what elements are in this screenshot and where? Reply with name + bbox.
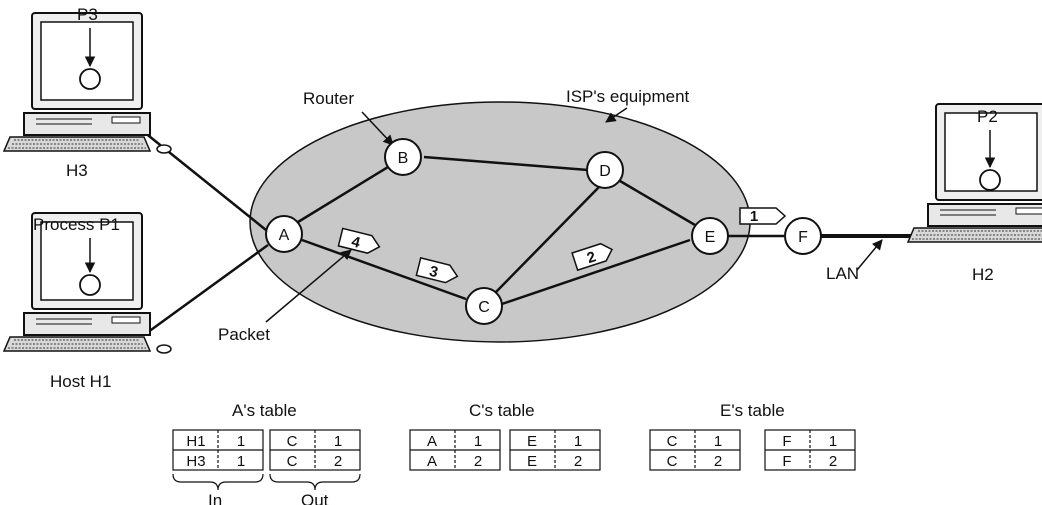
router-f	[784, 217, 822, 255]
label-h3: H3	[66, 161, 88, 180]
e-in-r0-c1: 1	[714, 433, 722, 450]
packet-3: 3	[415, 257, 459, 284]
c-out-r0-c1: 1	[574, 433, 582, 450]
link-c-e	[501, 238, 691, 306]
a-in-r0-c1: 1	[237, 433, 245, 450]
e-out-r0-c0: F	[782, 433, 791, 450]
a-table-braces	[172, 473, 361, 491]
c-table-in	[409, 429, 501, 471]
e-table-out	[764, 429, 856, 471]
e-in-r1-c1: 2	[714, 453, 722, 470]
lan-pointer	[856, 239, 883, 271]
node-label-d: D	[599, 163, 611, 180]
svg-text:3: 3	[428, 263, 440, 282]
label-packet: Packet	[218, 325, 270, 344]
e-table-in	[649, 429, 741, 471]
a-out-r1-c1: 2	[334, 453, 342, 470]
a-in-r1-c0: H3	[186, 453, 205, 470]
link-d-e	[619, 179, 696, 227]
process-p3-circle	[79, 68, 101, 90]
c-table-title: C's table	[469, 401, 535, 420]
c-in-r1-c1: 2	[474, 453, 482, 470]
link-h1-a	[143, 243, 269, 337]
router-c	[465, 287, 503, 325]
c-in-r0-c1: 1	[474, 433, 482, 450]
a-out-r1-c0: C	[287, 453, 298, 470]
process-p1-circle	[79, 274, 101, 296]
node-label-e: E	[705, 229, 716, 246]
c-in-r0-c0: A	[427, 433, 437, 450]
isp-pointer	[605, 107, 628, 123]
a-table-out-label: Out	[301, 491, 329, 505]
router-b	[384, 138, 422, 176]
e-out-r1-c0: F	[782, 453, 791, 470]
host-h2	[907, 103, 1042, 245]
link-c-d	[494, 185, 601, 294]
label-lan: LAN	[826, 264, 859, 283]
c-out-r1-c1: 2	[574, 453, 582, 470]
c-out-r1-c0: E	[527, 453, 537, 470]
label-host-h1: Host H1	[50, 372, 111, 391]
packet-pointer	[265, 249, 352, 323]
label-p3: P3	[77, 5, 98, 24]
node-label-a: A	[279, 227, 290, 244]
label-p2: P2	[977, 107, 998, 126]
e-in-r1-c0: C	[667, 453, 678, 470]
a-table-in	[172, 429, 264, 471]
label-router: Router	[303, 89, 354, 108]
a-table-title: A's table	[232, 401, 297, 420]
link-b-d	[423, 155, 589, 172]
label-isp: ISP's equipment	[566, 87, 690, 106]
packet-1: 1	[739, 207, 787, 225]
e-in-r0-c0: C	[667, 433, 678, 450]
e-table-title: E's table	[720, 401, 785, 420]
node-label-b: B	[398, 150, 409, 167]
e-out-r0-c1: 1	[829, 433, 837, 450]
packet-4: 4	[337, 227, 381, 254]
label-process-p1: Process P1	[33, 215, 120, 234]
svg-text:1: 1	[750, 208, 758, 225]
packet-2: 2	[571, 242, 613, 272]
router-d	[586, 151, 624, 189]
e-out-r1-c1: 2	[829, 453, 837, 470]
a-out-r0-c1: 1	[334, 433, 342, 450]
node-label-c: C	[478, 299, 490, 316]
a-table-out	[269, 429, 361, 471]
a-in-r0-c0: H1	[186, 433, 205, 450]
router-e	[691, 217, 729, 255]
node-label-f: F	[798, 229, 808, 246]
a-in-r1-c1: 1	[237, 453, 245, 470]
link-a-b	[297, 165, 389, 224]
c-table-out	[509, 429, 601, 471]
a-table-in-label: In	[208, 491, 222, 505]
a-out-r0-c0: C	[287, 433, 298, 450]
router-pointer	[361, 111, 394, 146]
c-in-r1-c0: A	[427, 453, 437, 470]
link-a-c	[301, 238, 467, 301]
c-out-r0-c0: E	[527, 433, 537, 450]
router-a	[265, 215, 303, 253]
label-h2: H2	[972, 265, 994, 284]
process-p2-circle	[979, 169, 1001, 191]
